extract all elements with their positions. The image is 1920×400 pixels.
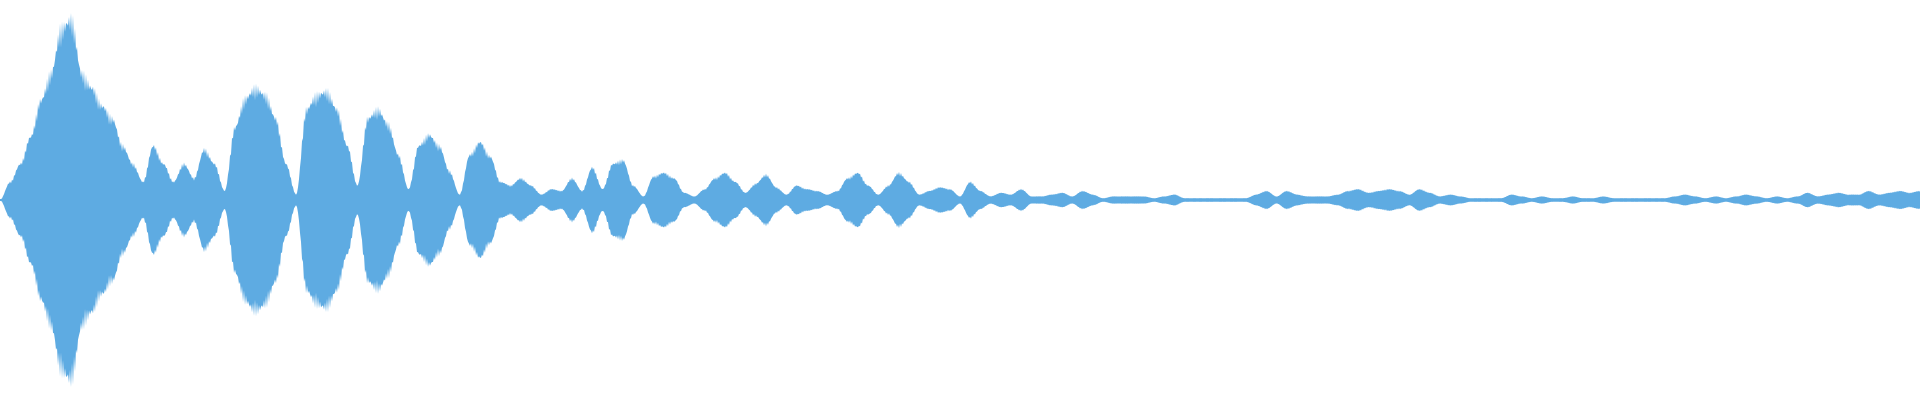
waveform-bars	[0, 12, 1920, 388]
